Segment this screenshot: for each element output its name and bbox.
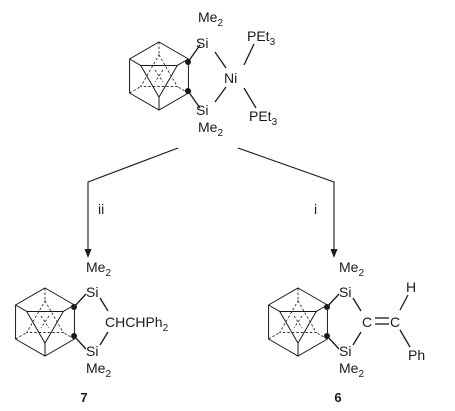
product-6-ring (324, 293, 411, 350)
bond-si-c-bottom-6 (352, 331, 362, 346)
p6-ph-label: Ph (408, 347, 425, 363)
p6-si-bottom-label: Si (339, 343, 351, 359)
top-metallacycle (185, 43, 257, 109)
p6-c-right-label: C (390, 314, 400, 330)
cage-edge (15, 332, 27, 340)
cage-edge (129, 58, 141, 66)
pet3-bottom-label: PEt3 (249, 108, 278, 128)
p6-me2-top-label: Me2 (339, 259, 364, 279)
bond-ni-p-bottom (243, 87, 257, 109)
bond-si-c-top-7 (99, 297, 109, 312)
arrow-left (84, 147, 179, 258)
cage-inner-edge (154, 69, 164, 83)
cage-inner-edge (40, 315, 50, 329)
p7-si-top-label: Si (86, 284, 98, 300)
cage-inner-edge (154, 69, 164, 83)
pet3-top-label: PEt3 (247, 28, 276, 48)
carbon-dot-top-7 (71, 304, 77, 310)
cage-front-triangle (25, 310, 65, 345)
product-7-carborane-cage (15, 287, 75, 357)
cage-inner-edge (293, 315, 303, 329)
cage-front-triangle (278, 310, 318, 345)
arrow-right (237, 147, 338, 258)
p6-h-label: H (406, 279, 416, 295)
bond-si-c-bottom-7 (99, 331, 109, 346)
top-carborane-cage (129, 41, 189, 111)
compound-number-6: 6 (334, 390, 341, 405)
p7-si-bottom-label: Si (86, 343, 98, 359)
cage-inner-edge (40, 315, 50, 329)
carbon-dot-top (185, 59, 191, 65)
p6-me2-bottom-label: Me2 (339, 360, 364, 380)
p6-c-left-label: C (362, 314, 372, 330)
carbon-dot-top-6 (324, 304, 330, 310)
arrow-left-label: ii (98, 201, 104, 217)
me2-bottom-label: Me2 (198, 119, 223, 139)
si-top-label: Si (196, 35, 208, 51)
bond-ni-p-top (243, 43, 255, 66)
p7-me2-top-label: Me2 (86, 259, 111, 279)
cage-back-triangle (26, 300, 64, 333)
bond-si-ni-top (214, 51, 227, 69)
product-6-carborane-cage (268, 287, 328, 357)
me2-top-label: Me2 (198, 9, 223, 29)
arrow-right-label: i (314, 201, 317, 217)
cage-front-triangle (139, 64, 179, 99)
carbon-dot-bottom-6 (324, 333, 330, 339)
p7-chain-label: CHCHPh2 (105, 314, 169, 334)
bond-c-ph (399, 329, 411, 348)
si-bottom-label: Si (196, 102, 208, 118)
carbon-dot-bottom-7 (71, 333, 77, 339)
cage-edge (129, 86, 141, 94)
bond-si-c-top-6 (352, 297, 362, 312)
bond-si-ni-bottom (214, 86, 227, 103)
bond-c-h (399, 294, 409, 311)
compound-number-7: 7 (80, 390, 87, 405)
cage-back-triangle (140, 54, 178, 87)
product-7-ring (71, 293, 109, 350)
ni-label: Ni (224, 70, 237, 86)
carbon-dot-bottom (185, 88, 191, 94)
bond-c-si-bottom (187, 90, 201, 109)
bond-c-si-top (187, 44, 201, 63)
cage-back-triangle (279, 300, 317, 333)
cage-edge (268, 332, 280, 340)
p6-si-top-label: Si (339, 284, 351, 300)
cage-edge (15, 304, 27, 312)
cage-edge (268, 304, 280, 312)
p7-me2-bottom-label: Me2 (86, 360, 111, 380)
cage-inner-edge (293, 315, 303, 329)
